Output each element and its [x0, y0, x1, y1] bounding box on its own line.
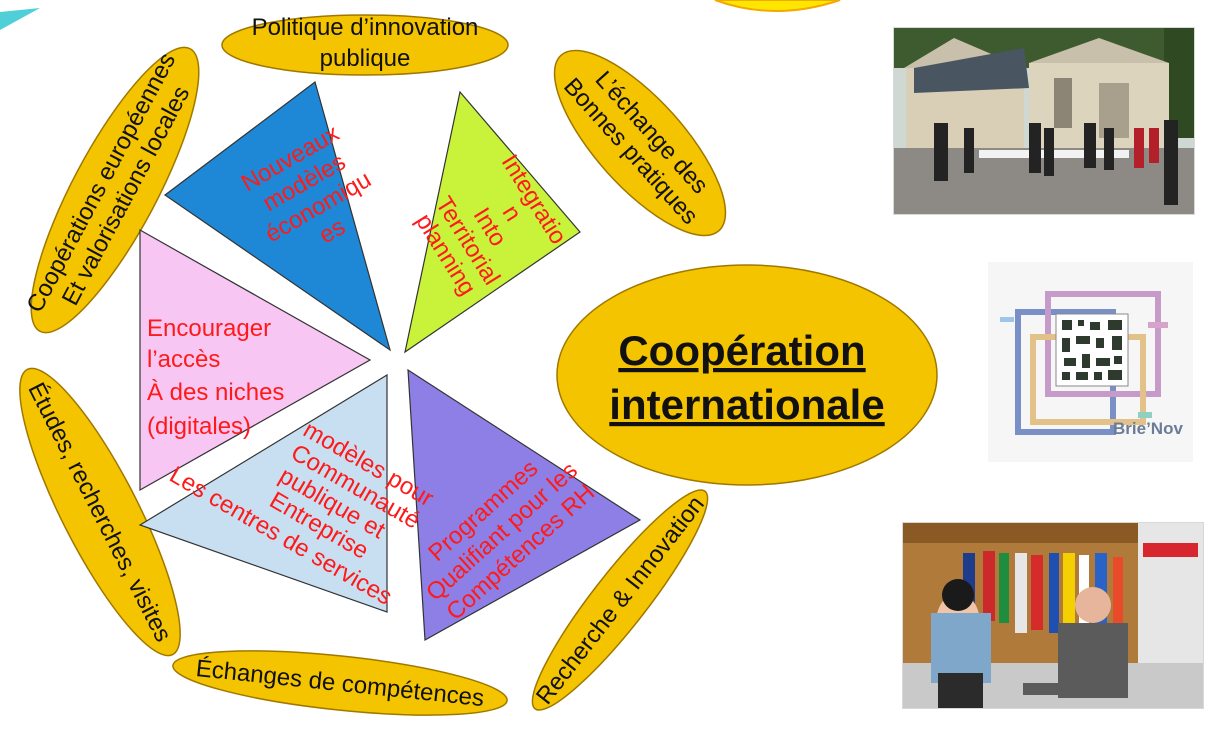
pink-line1: Encourager — [147, 315, 271, 342]
triangle-pink — [139, 228, 372, 492]
oval-echanges-competences: Échanges de compétences — [172, 650, 508, 716]
interview-photo-image — [903, 523, 1203, 708]
logo-text: Brie’Nov — [1113, 419, 1183, 438]
oval-top-line1: Politique d’innovation — [252, 14, 479, 41]
triangle-lightblue — [138, 373, 388, 613]
event-photo — [893, 27, 1195, 215]
oval-top-line2: publique — [320, 45, 411, 72]
corner-shape — [0, 8, 40, 30]
triangle-purple — [407, 368, 642, 641]
center-oval: Coopération internationale — [556, 264, 938, 486]
triangle-green-text: Integratio n Into Territorial planning — [410, 150, 572, 300]
brienov-logo-box: Brie’Nov — [988, 262, 1193, 462]
triangle-green — [404, 90, 581, 354]
pink-line3: À des niches — [147, 379, 284, 406]
pink-line4: (digitales) — [147, 413, 251, 440]
center-line1: Coopération — [618, 327, 865, 374]
top-yellow-shape — [714, 0, 841, 12]
interview-photo — [902, 522, 1204, 709]
center-line2: internationale — [609, 381, 884, 428]
event-photo-image — [894, 28, 1194, 214]
brienov-logo-icon: Brie’Nov — [988, 262, 1193, 462]
triangle-pink-text: Encourager l’accès À des niches (digital… — [147, 315, 284, 440]
oval-politique-innovation: Politique d’innovation publique — [221, 14, 509, 76]
pink-line2: l’accès — [147, 346, 220, 373]
triangle-blue — [163, 80, 392, 352]
